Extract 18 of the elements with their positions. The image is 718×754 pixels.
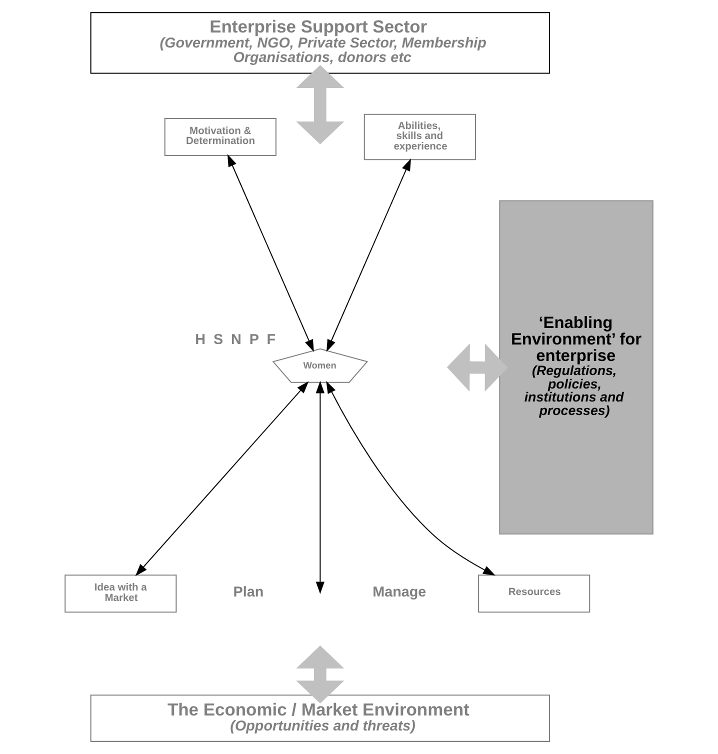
node-box: Enterprise Support Sector (Government, NGO, Private Sector, Membership Organisations, donors etc bbox=[90, 12, 550, 74]
node-box: ‘Enabling Environment’ for enterprise (Regulations, policies, institutions and processes) bbox=[499, 200, 654, 534]
arrow bbox=[296, 65, 344, 144]
label: Plan bbox=[233, 584, 264, 600]
node-box: Abilities, skills and experience bbox=[364, 114, 476, 160]
label: Manage bbox=[372, 584, 426, 600]
arrow bbox=[296, 646, 344, 704]
node-box: The Economic / Market Environment (Opportunities and threats) bbox=[90, 694, 550, 742]
arrow bbox=[326, 158, 411, 352]
node-box: Idea with a Market bbox=[64, 574, 177, 613]
arrow bbox=[326, 380, 496, 576]
node-box: Resources bbox=[478, 574, 590, 613]
arrow bbox=[135, 381, 309, 576]
arrow bbox=[446, 343, 508, 392]
node-box: Motivation & Determination bbox=[164, 118, 276, 156]
node-label: H S N P F bbox=[195, 332, 276, 348]
arrow bbox=[227, 154, 314, 352]
arrow bbox=[316, 380, 324, 594]
